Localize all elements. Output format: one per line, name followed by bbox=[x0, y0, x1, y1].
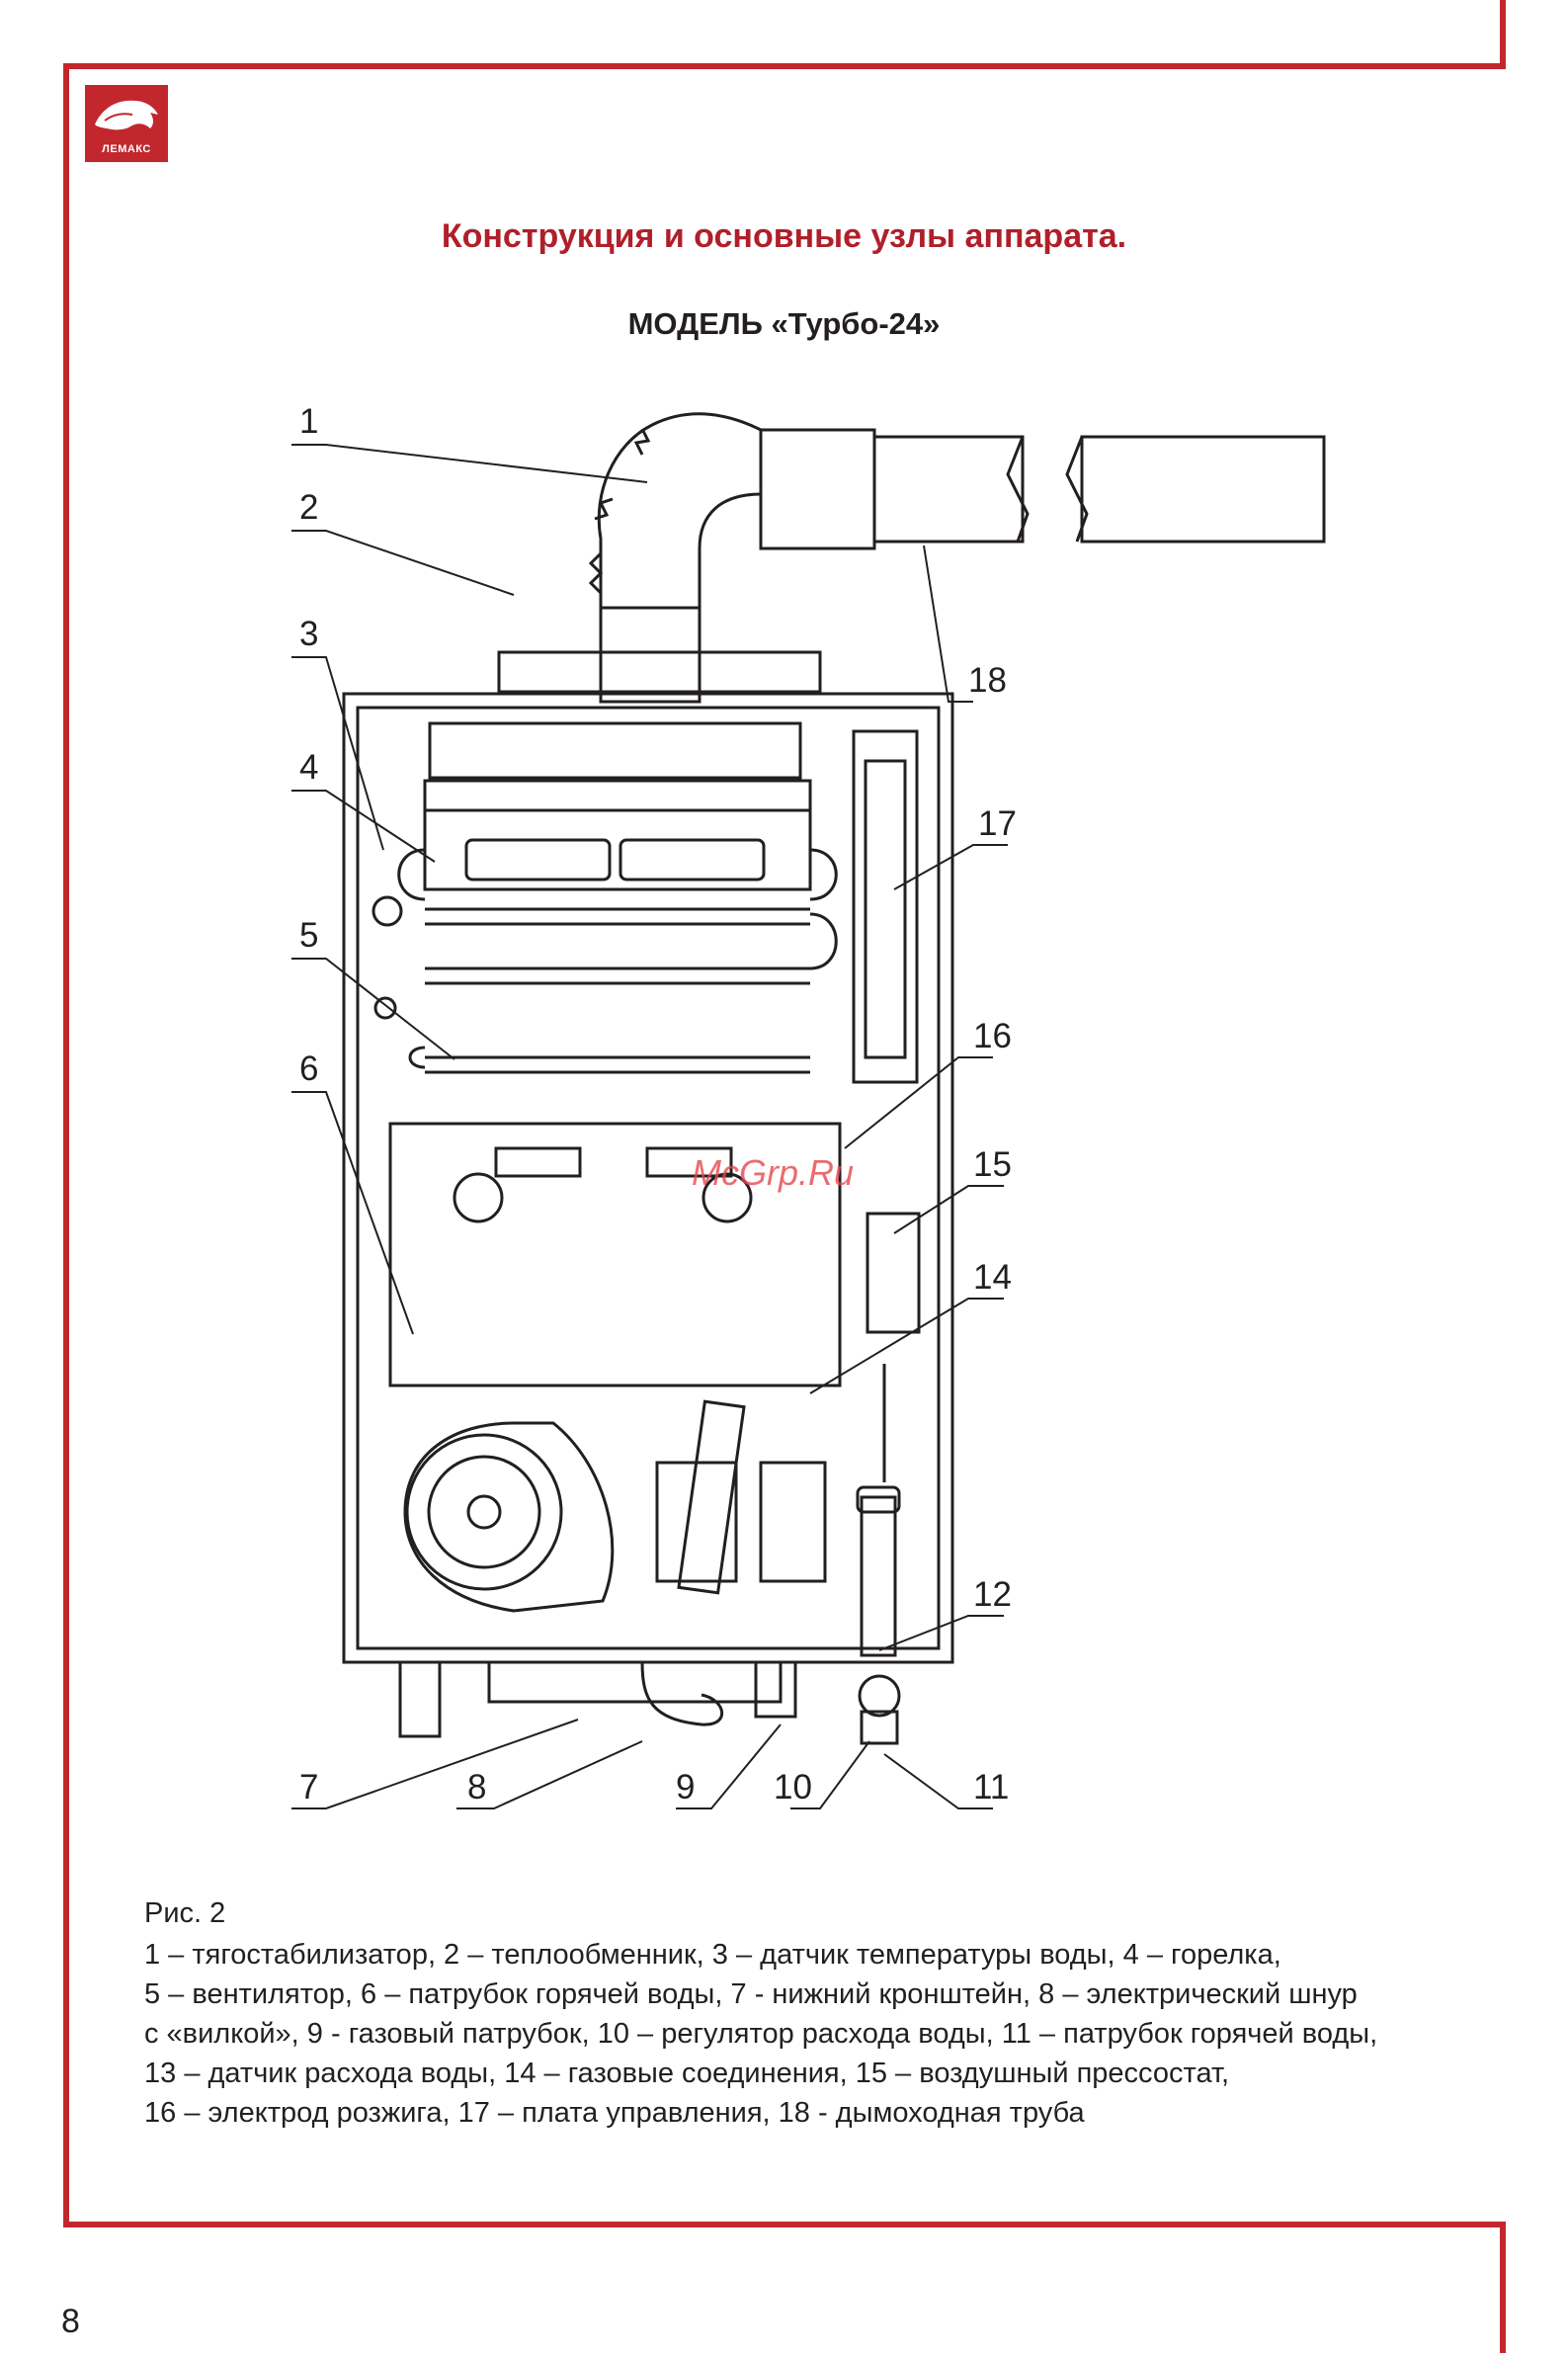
callout-18: 18 bbox=[968, 661, 1007, 700]
figure-legend: 1 – тягостабилизатор, 2 – теплообменник,… bbox=[144, 1935, 1429, 2133]
figure-label: Рис. 2 bbox=[144, 1897, 226, 1929]
watermark: McGrp.Ru bbox=[692, 1152, 855, 1193]
water-flow-sensor bbox=[860, 1495, 897, 1657]
callout-labels: 1 2 3 4 5 6 7 8 9 10 11 12 14 15 16 17 1… bbox=[299, 402, 1017, 1807]
bottom-bracket bbox=[487, 1660, 783, 1704]
page-frame-right-top bbox=[1500, 0, 1506, 69]
power-cord bbox=[640, 1661, 724, 1726]
callout-5: 5 bbox=[299, 916, 318, 955]
control-board bbox=[852, 729, 919, 1084]
legend-line: 1 – тягостабилизатор, 2 – теплообменник,… bbox=[144, 1939, 1281, 1971]
flue-pipe-tube bbox=[872, 435, 1025, 544]
legend-line: 16 – электрод розжига, 17 – плата управл… bbox=[144, 2097, 1085, 2129]
callout-leaders bbox=[291, 444, 1008, 1809]
air-pressure-switch bbox=[866, 1212, 921, 1334]
page-frame-bottom bbox=[63, 2222, 1506, 2227]
hot-water-outlet-right bbox=[860, 1710, 899, 1745]
callout-2: 2 bbox=[299, 488, 318, 527]
flue-elbow bbox=[597, 412, 762, 608]
callout-12: 12 bbox=[973, 1575, 1012, 1614]
callout-7: 7 bbox=[299, 1768, 318, 1807]
page-frame-top bbox=[63, 63, 1506, 69]
model-title: МОДЕЛЬ «Турбо-24» bbox=[627, 306, 941, 341]
page-title: Конструкция и основные узлы аппарата. bbox=[441, 217, 1127, 255]
brand-name: ЛЕМАКС bbox=[102, 143, 151, 155]
callout-9: 9 bbox=[676, 1768, 695, 1807]
flue-pipe-collar bbox=[759, 428, 876, 550]
flue-pipe-terminal bbox=[1080, 435, 1326, 544]
callout-8: 8 bbox=[467, 1768, 486, 1807]
callout-6: 6 bbox=[299, 1050, 318, 1088]
fan bbox=[405, 1433, 563, 1591]
flow-regulator bbox=[858, 1674, 901, 1718]
legend-line: 5 – вентилятор, 6 – патрубок горячей вод… bbox=[144, 1978, 1358, 2010]
page-frame-right-bottom bbox=[1500, 2222, 1506, 2353]
flue-outlet bbox=[599, 606, 701, 704]
callout-11: 11 bbox=[973, 1768, 1009, 1807]
callout-10: 10 bbox=[774, 1768, 812, 1807]
gas-inlet bbox=[754, 1660, 797, 1719]
heat-exchanger bbox=[423, 779, 812, 891]
callout-14: 14 bbox=[973, 1258, 1012, 1297]
draft-stabilizer bbox=[428, 721, 802, 780]
page-frame-left bbox=[63, 63, 69, 2227]
brand-logo-icon bbox=[85, 85, 168, 162]
water-heater-diagram: 1 2 3 4 5 6 7 8 9 10 11 12 14 15 16 17 1… bbox=[291, 402, 1326, 1809]
legend-line: с «вилкой», 9 - газовый патрубок, 10 – р… bbox=[144, 2018, 1378, 2050]
callout-3: 3 bbox=[299, 615, 318, 653]
water-temp-sensor bbox=[371, 895, 403, 927]
hot-water-outlet-left bbox=[398, 1660, 442, 1738]
legend-line: 13 – датчик расхода воды, 14 – газовые с… bbox=[144, 2058, 1230, 2089]
callout-16: 16 bbox=[973, 1017, 1012, 1055]
callout-4: 4 bbox=[299, 748, 318, 787]
callout-17: 17 bbox=[978, 804, 1017, 843]
top-bracket bbox=[497, 650, 822, 694]
burner bbox=[388, 1122, 842, 1387]
gas-connection bbox=[759, 1461, 827, 1583]
page-number: 8 bbox=[61, 2303, 80, 2340]
gas-valve-body bbox=[655, 1461, 738, 1583]
callout-15: 15 bbox=[973, 1145, 1012, 1184]
callout-1: 1 bbox=[299, 402, 318, 441]
